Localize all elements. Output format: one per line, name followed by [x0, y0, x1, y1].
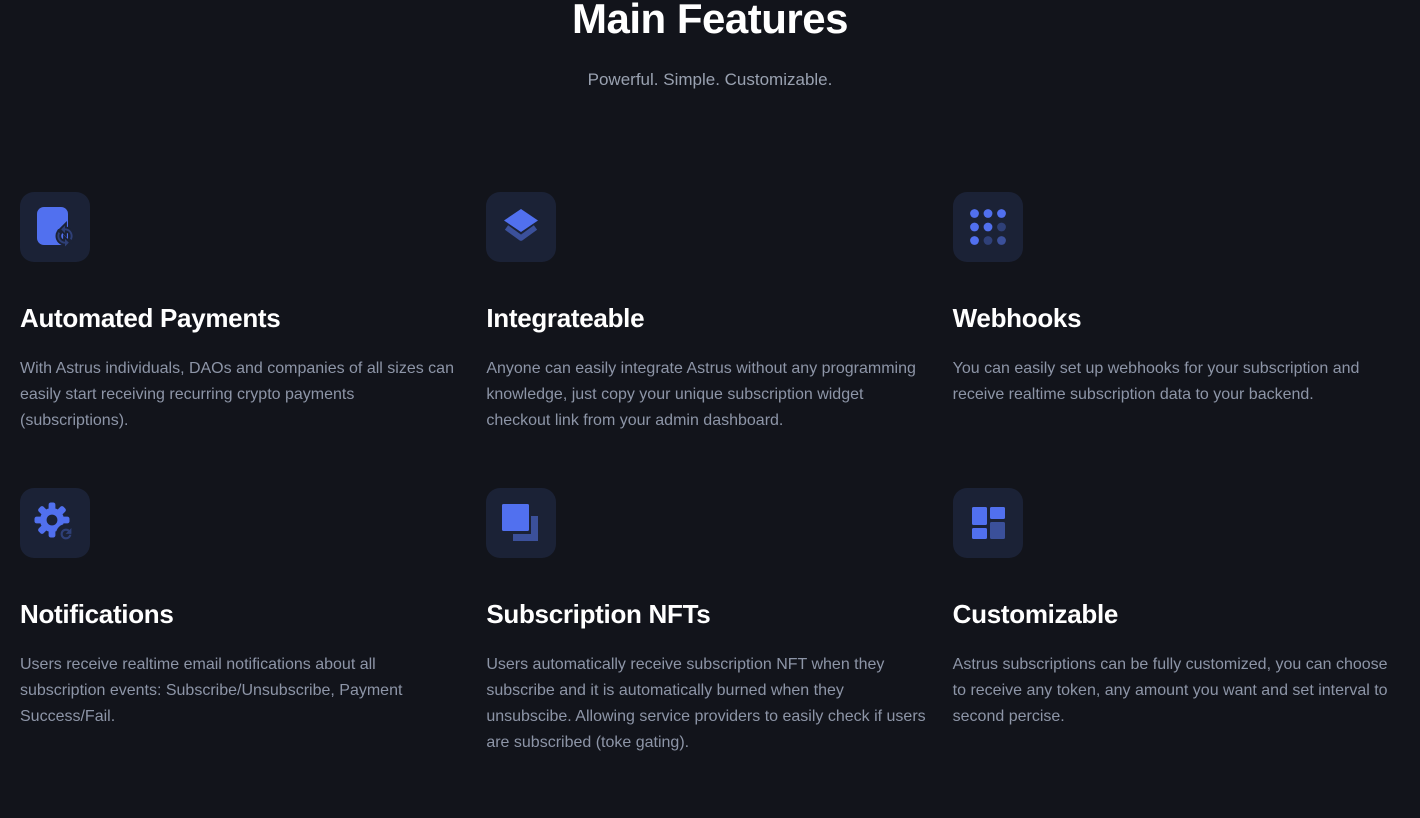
feature-description: Anyone can easily integrate Astrus witho… — [486, 360, 916, 429]
feature-title: Webhooks — [952, 303, 1082, 333]
feature-card-integrateable: Integrateable Anyone can easily integrat… — [486, 192, 928, 434]
section-subtitle: Powerful. Simple. Customizable. — [587, 70, 833, 89]
feature-card-notifications: Notifications Users receive realtime ema… — [20, 488, 462, 756]
stacked-squares-icon — [502, 504, 539, 541]
feature-card-customizable: Customizable Astrus subscriptions can be… — [952, 488, 1395, 756]
grid-dots-icon — [969, 209, 1006, 245]
feature-card-webhooks: Webhooks You can easily set up webhooks … — [952, 192, 1395, 434]
feature-title: Subscription NFTs — [486, 599, 711, 629]
feature-description: Users automatically receive subscription… — [486, 656, 926, 751]
gear-sync-icon — [34, 502, 76, 544]
feature-title: Automated Payments — [20, 303, 281, 333]
card-sync-icon — [37, 207, 75, 248]
feature-icon-tile — [952, 192, 1023, 262]
feature-icon-tile — [20, 192, 90, 262]
feature-card-subscription-nfts: Subscription NFTs Users automatically re… — [486, 488, 928, 756]
feature-title: Integrateable — [486, 303, 645, 333]
feature-title: Notifications — [20, 599, 174, 629]
feature-icon-tile — [486, 488, 557, 558]
feature-description: Astrus subscriptions can be fully custom… — [952, 656, 1388, 725]
section-title: Main Features — [572, 0, 848, 42]
layout-grid-icon — [971, 507, 1005, 539]
layers-icon — [504, 209, 539, 241]
feature-description: You can easily set up webhooks for your … — [952, 360, 1360, 403]
feature-icon-tile — [20, 488, 90, 558]
feature-icon-tile — [486, 192, 557, 262]
feature-description: With Astrus individuals, DAOs and compan… — [20, 360, 454, 429]
feature-title: Customizable — [952, 599, 1119, 629]
features-grid: Automated Payments With Astrus individua… — [0, 192, 1420, 756]
feature-description: Users receive realtime email notificatio… — [20, 656, 403, 725]
feature-card-automated-payments: Automated Payments With Astrus individua… — [20, 192, 462, 434]
feature-icon-tile — [952, 488, 1023, 558]
